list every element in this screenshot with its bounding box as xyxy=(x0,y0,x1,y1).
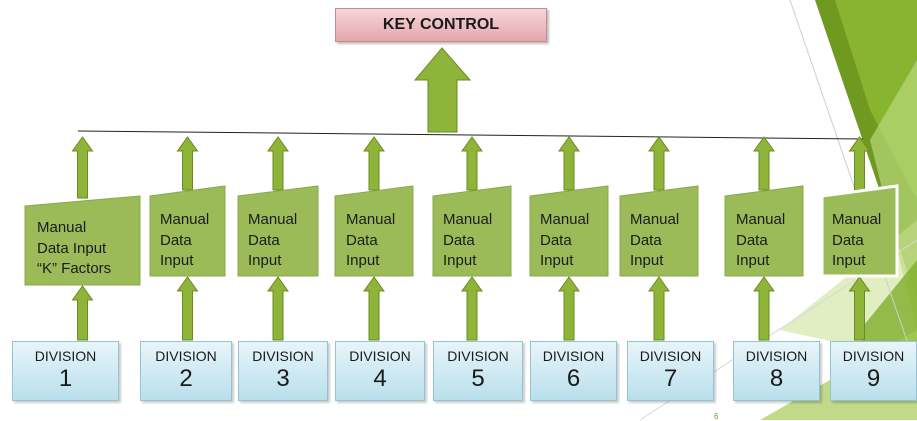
manual-data-input-card xyxy=(24,195,141,286)
card-to-line-arrow xyxy=(71,136,94,199)
division-to-card-arrow xyxy=(753,276,775,341)
card-to-line-arrow xyxy=(363,136,385,191)
division-number: 3 xyxy=(276,365,290,392)
division-label: DIVISION xyxy=(34,348,97,364)
card-label-line: Data xyxy=(443,231,475,249)
division-label: DIVISION xyxy=(842,348,905,364)
card-label-line: Input xyxy=(832,252,866,269)
card-label-line: Data xyxy=(540,231,572,249)
division-label: DIVISION xyxy=(447,348,509,364)
card-to-line-arrow xyxy=(176,136,199,191)
manual-data-input-card xyxy=(432,185,512,277)
manual-data-input-card xyxy=(334,185,414,277)
card-label-line: Data xyxy=(832,231,864,249)
division-label: DIVISION xyxy=(639,348,702,364)
division-number: 9 xyxy=(866,365,881,392)
main-up-arrow xyxy=(413,47,472,133)
card-label-line: Input xyxy=(540,252,574,269)
manual-data-input-card xyxy=(724,185,804,277)
card-label-line: Manual xyxy=(37,219,87,236)
card-label-line: Manual xyxy=(630,211,680,228)
division-number: 1 xyxy=(58,365,73,392)
card-label-line: Manual xyxy=(160,211,210,228)
division-number: 7 xyxy=(663,365,678,392)
division-to-card-arrow xyxy=(363,276,385,341)
card-label-line: Input xyxy=(160,252,194,269)
card-label-line: Manual xyxy=(832,211,882,228)
card-to-line-arrow xyxy=(648,136,670,191)
connector-line xyxy=(77,130,864,140)
division-to-card-arrow xyxy=(558,276,580,341)
division-to-card-arrow xyxy=(267,276,289,341)
card-to-line-arrow xyxy=(753,136,775,191)
manual-data-input-card xyxy=(237,185,319,277)
division-to-card-arrow xyxy=(461,276,483,341)
card-to-line-arrow xyxy=(848,136,871,191)
division-to-card-arrow xyxy=(848,276,871,341)
card-label-line: Data xyxy=(736,231,768,249)
card-label-line: Input xyxy=(248,252,282,269)
manual-data-input-card xyxy=(619,185,699,277)
card-label-line: Data xyxy=(160,231,192,249)
division-number: 4 xyxy=(373,365,387,392)
division-to-card-arrow xyxy=(648,276,670,341)
card-label-line: Manual xyxy=(443,211,493,228)
card-label-line: Manual xyxy=(346,211,396,228)
card-label-line: Data Input xyxy=(37,239,107,257)
slide-number: 6 xyxy=(714,412,719,421)
division-number: 8 xyxy=(769,365,784,392)
manual-data-input-card xyxy=(149,185,226,277)
card-label-line: Data xyxy=(630,231,662,249)
card-label-line: Input xyxy=(736,252,770,269)
manual-data-input-card xyxy=(529,185,609,277)
division-label: DIVISION xyxy=(542,348,605,364)
card-to-line-arrow xyxy=(558,136,580,191)
division-label: DIVISION xyxy=(745,348,808,364)
division-label: DIVISION xyxy=(252,348,314,364)
division-number: 6 xyxy=(566,365,581,392)
division-label: DIVISION xyxy=(155,348,217,364)
card-label-line: Input xyxy=(443,252,477,269)
division-label: DIVISION xyxy=(349,348,411,364)
key-control-box: KEY CONTROL xyxy=(335,8,547,42)
card-to-line-arrow xyxy=(461,136,483,191)
card-label-line: Manual xyxy=(248,211,298,228)
card-label-line: Manual xyxy=(736,211,786,228)
division-to-card-arrow xyxy=(71,285,94,341)
division-to-card-arrow xyxy=(176,276,199,341)
card-label-line: Input xyxy=(346,252,380,269)
card-label-line: Data xyxy=(248,231,280,249)
division-number: 5 xyxy=(471,365,485,392)
card-label-line: Manual xyxy=(540,211,590,228)
card-label-line: “K” Factors xyxy=(37,260,112,277)
card-to-line-arrow xyxy=(267,136,289,191)
card-label-line: Data xyxy=(346,231,378,249)
manual-data-input-card xyxy=(820,184,899,278)
division-number: 2 xyxy=(179,365,193,392)
card-label-line: Input xyxy=(630,252,664,269)
